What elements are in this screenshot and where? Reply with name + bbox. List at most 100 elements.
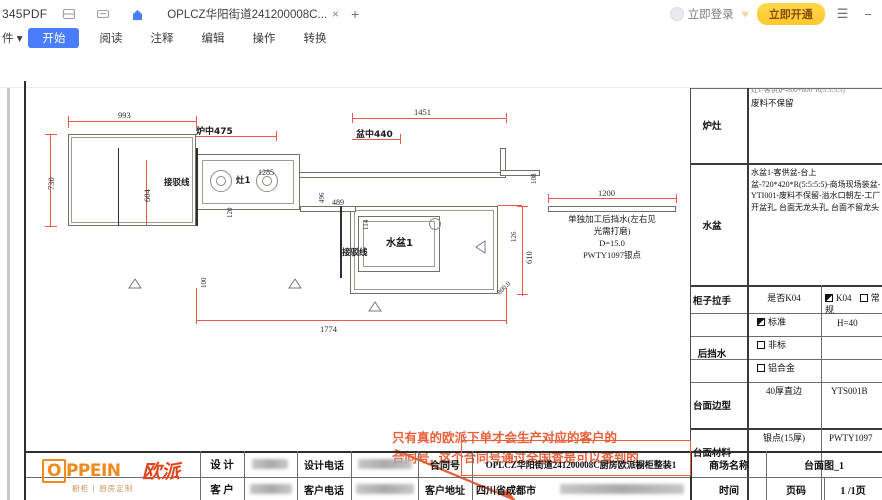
tab-close-icon[interactable]: × xyxy=(332,7,340,21)
left-scrollbar[interactable] xyxy=(7,88,10,500)
label-stove: 灶1 xyxy=(236,176,251,186)
dimtick-475-r xyxy=(276,131,277,141)
spec-label-edge: 台面边型 xyxy=(692,402,731,412)
pdf-document-canvas[interactable]: 993 炉中475 1774 1451 盆中440 1200 730 604 6… xyxy=(0,88,882,500)
page-value: 1 /1页 xyxy=(840,485,866,497)
spec-backsplash-alu-label: 铝合金 xyxy=(768,363,796,373)
menu-item-edit[interactable]: 编辑 xyxy=(201,33,225,45)
spec-handle-opt1: K04 xyxy=(836,293,852,303)
spec-backsplash-nonstd[interactable]: 非标 xyxy=(757,340,786,352)
tb-v9 xyxy=(824,477,825,500)
dim-100: 100 xyxy=(200,277,208,289)
floor-marker-triangle-3 xyxy=(368,299,382,317)
spec-material-code: PWTY1097 xyxy=(829,433,873,443)
tb-v1 xyxy=(200,451,201,500)
checkbox-k04-checked[interactable] xyxy=(825,294,833,302)
checkbox-regular[interactable] xyxy=(859,294,868,302)
dimline-1200 xyxy=(548,198,676,199)
print-icon[interactable] xyxy=(91,3,115,25)
spec-handle-options[interactable]: K04 常规 xyxy=(825,293,882,316)
oppein-logo-chinese: 欧派 xyxy=(142,461,181,483)
spec-hline-4 xyxy=(691,336,882,337)
annotation-line-2: 合同号, 这个合同号通过全国查是可以查到的 xyxy=(392,450,639,465)
note-line-1: 单独加工后挡水(左右见 xyxy=(568,214,656,224)
connect-line-left xyxy=(118,148,119,226)
counter-strip-mid xyxy=(300,206,356,212)
spec-handle-question: 是否K04 xyxy=(767,293,801,303)
menu-item-convert[interactable]: 转换 xyxy=(303,33,327,45)
minimize-icon[interactable]: − xyxy=(864,6,872,22)
new-tab-icon[interactable]: + xyxy=(351,6,360,22)
menu-item-annotate[interactable]: 注释 xyxy=(150,33,174,45)
floor-marker-triangle-2 xyxy=(288,276,302,294)
tab-label: OPLCZ华阳街道241200008C... xyxy=(167,9,328,21)
spec-vline-label-2 xyxy=(747,429,749,500)
dim-1451: 1451 xyxy=(414,107,431,117)
titlebar-right-group: 立即登录 ♥ 立即开通 ☰ − xyxy=(669,0,876,28)
label-sink: 水盆1 xyxy=(386,238,413,249)
page-label: 页码 xyxy=(786,485,806,497)
titleblock-left-border xyxy=(24,81,26,500)
checkbox-standard-checked[interactable] xyxy=(757,318,765,326)
spec-label-handle: 柜子拉手 xyxy=(692,297,731,307)
dimtick-1200-r xyxy=(676,194,677,203)
logo-en-letters: PPEIN xyxy=(65,461,121,481)
heart-icon[interactable]: ♥ xyxy=(741,7,749,21)
dimline-475 xyxy=(196,136,276,137)
dimtick-1200-l xyxy=(548,194,549,203)
dim-604: 604 xyxy=(142,189,152,202)
dim-496: 496 xyxy=(318,192,326,204)
dimtick-440-r xyxy=(400,134,401,144)
toolbar: 选择 打印 ▾ 编辑 插入 ▾ PDF转换 ▾ xyxy=(0,48,882,127)
titleblock-mid-border xyxy=(24,477,882,478)
dim-1200: 1200 xyxy=(598,188,615,198)
dimline-1774 xyxy=(196,320,506,321)
login-button[interactable]: 立即登录 xyxy=(669,6,734,22)
dimline-604 xyxy=(146,160,147,226)
spec-hline-1 xyxy=(691,163,882,165)
stove-burner-left-inner xyxy=(216,176,226,186)
spec-label-backsplash: 后挡水 xyxy=(697,350,727,360)
avatar xyxy=(669,7,684,21)
spec-backsplash-standard[interactable]: 标准 xyxy=(757,317,786,329)
contract-value: OPLCZ华阳街道241200008C厨房欧派橱柜整装1 xyxy=(485,460,677,470)
spec-vline-mid xyxy=(821,285,822,429)
dim-120: 120 xyxy=(226,207,234,219)
dim-1285: 1285 xyxy=(258,168,274,177)
annotation-arrow xyxy=(394,448,516,500)
menu-item-start[interactable]: 开始 xyxy=(28,28,80,48)
hamburger-menu-icon[interactable]: ☰ xyxy=(836,6,849,21)
note-line-4: PWTY1097银点 xyxy=(582,250,642,260)
menu-item-read[interactable]: 阅读 xyxy=(99,33,123,45)
contract-highlight-box xyxy=(461,440,691,476)
spec-backsplash-alu[interactable]: 铝合金 xyxy=(757,363,795,375)
save-icon[interactable] xyxy=(57,3,81,25)
menu-item-operate[interactable]: 操作 xyxy=(252,33,276,45)
label-stove-center: 炉中475 xyxy=(196,127,233,137)
dim-1774: 1774 xyxy=(320,324,337,334)
checkbox-aluminum[interactable] xyxy=(757,364,765,372)
dimline-440 xyxy=(352,139,400,140)
spec-clipped-header: 灶1-客供炉-800+800*R(5:5:5:5) xyxy=(751,88,845,94)
document-tab[interactable]: OPLCZ华阳街道241200008C... × xyxy=(167,6,339,22)
dim-108: 108 xyxy=(530,173,538,185)
checkbox-nonstandard[interactable] xyxy=(757,341,765,349)
dim-126: 126 xyxy=(510,231,518,243)
home-icon[interactable] xyxy=(125,3,149,25)
time-label: 时间 xyxy=(719,485,739,497)
vip-activate-button[interactable]: 立即开通 xyxy=(756,3,825,25)
dim-730: 730 xyxy=(46,177,56,190)
dimtick-993-l xyxy=(68,116,69,128)
spec-label-sink: 水盆 xyxy=(702,222,722,232)
tb-v8 xyxy=(766,451,767,500)
spec-vline-label xyxy=(747,88,749,429)
label-connect-line-1: 接驳线 xyxy=(164,178,190,188)
address-value-redacted xyxy=(560,484,684,494)
label-basin-center: 盆中440 xyxy=(356,130,393,140)
dimline-126 xyxy=(498,205,522,206)
dimtick-1451-l xyxy=(352,113,353,123)
counter-step-horizontal xyxy=(500,170,540,176)
menu-file[interactable]: 件 ▾ xyxy=(2,33,23,45)
